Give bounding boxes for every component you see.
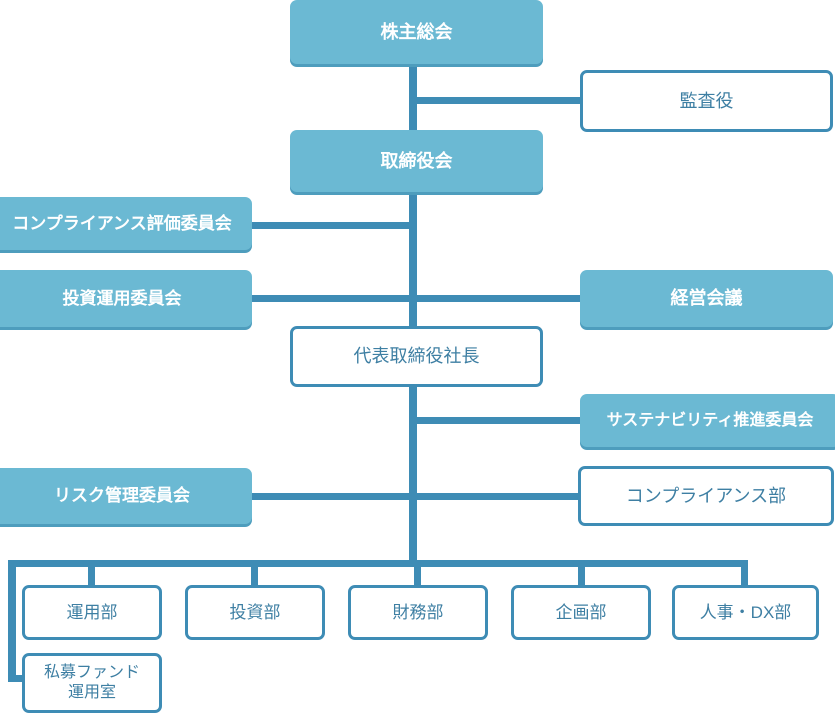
- connector-stub-investment: [251, 560, 258, 588]
- node-risk-management-committee[interactable]: リスク管理委員会: [0, 468, 252, 524]
- connector-board-to-compliance-evaluation: [248, 222, 416, 229]
- node-investment-management-committee[interactable]: 投資運用委員会: [0, 270, 252, 327]
- connector-stub-finance: [414, 560, 421, 588]
- node-compliance-evaluation-committee[interactable]: コンプライアンス評価委員会: [0, 197, 252, 250]
- node-investment-department[interactable]: 投資部: [185, 585, 325, 640]
- connector-risk-to-compliance-department: [248, 493, 584, 500]
- node-president[interactable]: 代表取締役社長: [290, 326, 543, 387]
- connector-board-to-auditor: [409, 97, 581, 104]
- node-management-meeting[interactable]: 経営会議: [580, 270, 833, 327]
- connector-president-to-departments: [409, 387, 417, 565]
- node-shareholders-meeting[interactable]: 株主総会: [290, 0, 543, 64]
- connector-board-to-president: [409, 190, 417, 326]
- node-asset-management-department[interactable]: 運用部: [22, 585, 162, 640]
- connector-stub-planning: [578, 560, 585, 588]
- department-distribution-bar: [8, 560, 748, 567]
- connector-investment-committee-to-management-meeting: [248, 295, 584, 302]
- node-board-of-directors[interactable]: 取締役会: [290, 130, 543, 192]
- node-finance-department[interactable]: 財務部: [348, 585, 488, 640]
- connector-stub-hr-dx: [741, 560, 748, 588]
- node-sustainability-committee[interactable]: サステナビリティ推進委員会: [580, 394, 835, 447]
- node-planning-department[interactable]: 企画部: [511, 585, 651, 640]
- connector-bar-to-private-fund-office: [8, 560, 16, 682]
- node-compliance-department[interactable]: コンプライアンス部: [578, 466, 834, 526]
- node-hr-dx-department[interactable]: 人事・DX部: [672, 585, 819, 640]
- node-auditor[interactable]: 監査役: [580, 70, 833, 132]
- connector-president-to-sustainability: [409, 417, 581, 424]
- node-private-fund-office[interactable]: 私募ファンド 運用室: [22, 653, 162, 713]
- connector-stub-asset-management: [88, 560, 95, 588]
